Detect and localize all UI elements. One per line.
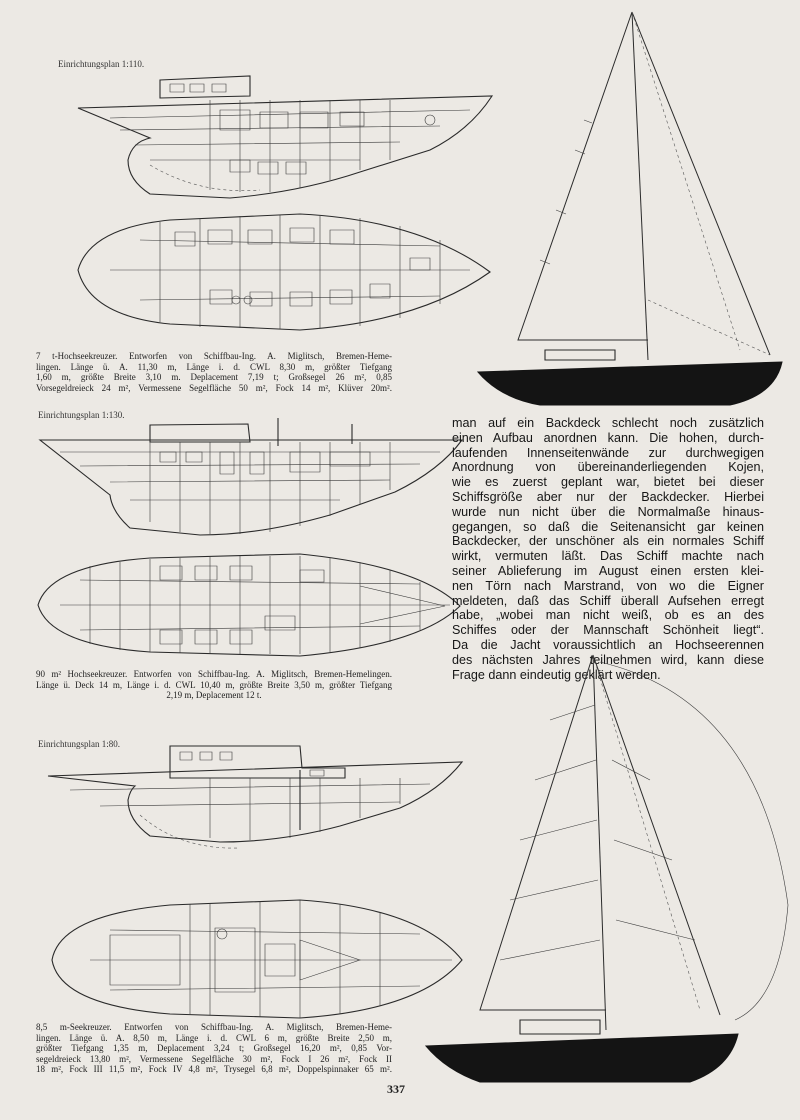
article-line: Da die Jacht voraussichtlich an Hochseer… xyxy=(452,637,764,652)
article-line: Schiffsgröße aber nur der Backdecker. Hi… xyxy=(452,489,764,504)
plan-label-3: Einrichtungsplan 1:80. xyxy=(38,739,120,749)
caption-2-line: Länge ü. Deck 14 m, Länge i. d. CWL 10,4… xyxy=(36,679,392,690)
plan-label-1: Einrichtungsplan 1:110. xyxy=(58,59,145,69)
caption-3-line: 18 m², Fock III 11,5 m², Fock IV 4,8 m²,… xyxy=(36,1064,392,1075)
caption-3-line: 8,5 m-Seekreuzer. Entworfen von Schiffba… xyxy=(36,1022,392,1032)
plan-label-2: Einrichtungsplan 1:130. xyxy=(38,410,125,420)
page-number: 337 xyxy=(387,1082,405,1096)
article-line: Schiffes oder der Mannschaft Schönheit l… xyxy=(452,623,764,638)
article-line: seiner Ablieferung im August einen erste… xyxy=(452,563,764,578)
article-line: laufenden Innenseitenwände zur durchwegi… xyxy=(452,445,764,460)
caption-1-line: 1,60 m, größte Breite 3,10 m. Deplacemen… xyxy=(36,372,392,383)
article-line: Backdecker, der unschöner als ein normal… xyxy=(452,534,764,549)
caption-2-line: 2,19 m, Deplacement 12 t. xyxy=(166,690,262,701)
article-line: gegangen, so daß die Seitenansicht gar k… xyxy=(452,519,764,534)
article-line: Frage dann eindeutig geklärt werden. xyxy=(452,667,661,682)
article-text: man auf ein Backdeck schlecht noch zusät… xyxy=(452,416,764,682)
article-line: meldeten, daß das Schiff überall Aufsehe… xyxy=(452,593,764,608)
article-line: wurde nun nicht über die Normalmaße hina… xyxy=(452,504,764,519)
caption-1-line: lingen. Länge ü. A. 11,30 m, Länge i. d.… xyxy=(36,361,392,372)
caption-3: 8,5 m-Seekreuzer. Entworfen von Schiffba… xyxy=(36,1022,392,1075)
caption-1-line: Vorsegeldreieck 24 m², Vermessene Segelf… xyxy=(36,382,392,393)
article-line: wie es zuerst geplant war, bietet bei di… xyxy=(452,475,764,490)
article-line: man auf ein Backdeck schlecht noch zusät… xyxy=(452,416,764,430)
article-line: nen Törn nach Marstrand, von wo die Eign… xyxy=(452,578,764,593)
caption-3-line: größter Tiefgang 1,35 m, Deplacement 3,2… xyxy=(36,1043,392,1054)
article-line: einen Aufbau anordnen kann. Die hohen, d… xyxy=(452,430,764,445)
caption-1-line: 7 t-Hochseekreuzer. Entworfen von Schiff… xyxy=(36,351,392,361)
caption-2: 90 m² Hochseekreuzer. Entworfen von Schi… xyxy=(36,669,392,701)
article-line: des nächsten Jahres teilnehmen wird, kan… xyxy=(452,652,764,667)
caption-3-line: lingen. Länge ü. A. 8,50 m, Länge i. d. … xyxy=(36,1032,392,1043)
caption-2-line: 90 m² Hochseekreuzer. Entworfen von Schi… xyxy=(36,669,392,679)
caption-3-line: segeldreieck 13,80 m², Vermessene Segelf… xyxy=(36,1053,392,1064)
article-line: habe, „wobei man nicht weiß, ob es an de… xyxy=(452,608,764,623)
article-line: Anordnung von übereinanderliegenden Koje… xyxy=(452,460,764,475)
article-line: wirkt, vermuten läßt. Das Schiff machte … xyxy=(452,549,764,564)
caption-1: 7 t-Hochseekreuzer. Entworfen von Schiff… xyxy=(36,351,392,393)
